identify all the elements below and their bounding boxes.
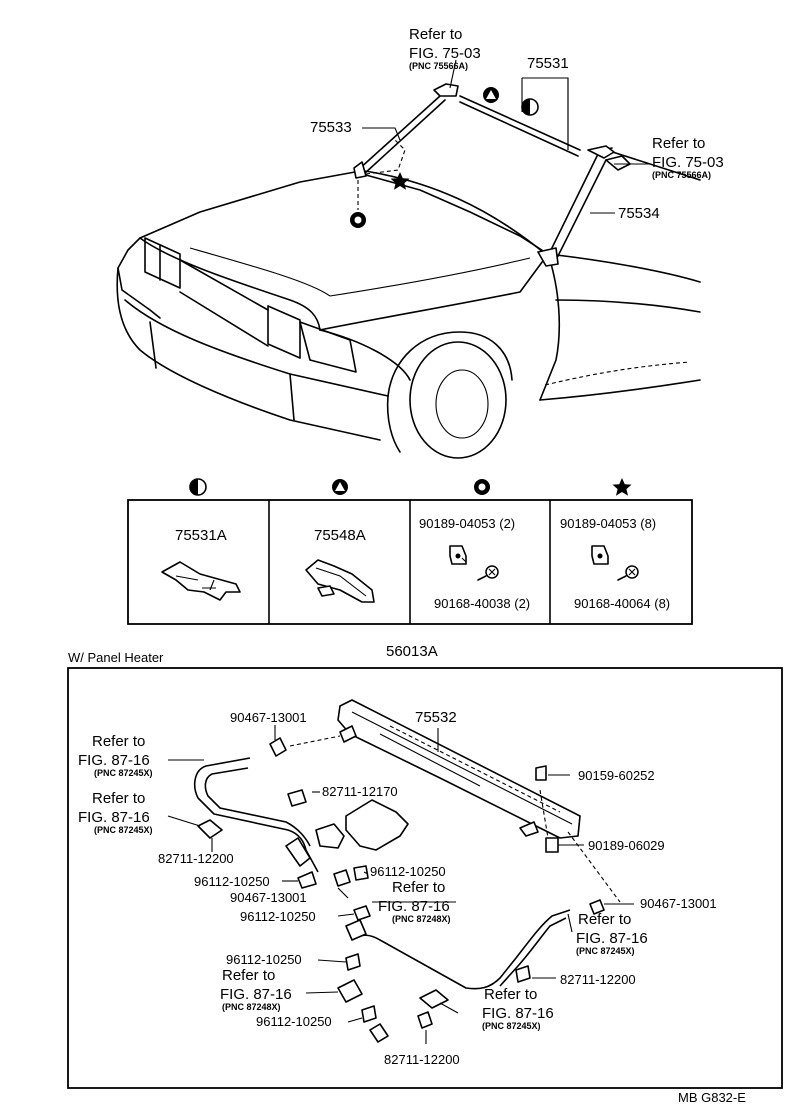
svg-text:FIG. 75-03: FIG. 75-03: [652, 154, 724, 171]
heater-hoses: [193, 757, 571, 1043]
ref-fig-87-16-f: Refer to FIG. 87-16 (PNC 87245X): [482, 986, 554, 1031]
svg-text:(PNC 87245X): (PNC 87245X): [94, 825, 153, 835]
ref-fig-75-03-left: Refer to FIG. 75-03 (PNC 75566A): [409, 26, 481, 71]
svg-text:Refer to: Refer to: [484, 986, 537, 1003]
star-symbol: [390, 172, 410, 190]
part-75533: 75533: [310, 119, 352, 136]
part-96112-10250-d: 96112-10250: [226, 952, 302, 967]
cowl-panel-75532: [337, 699, 581, 839]
ring-symbol: [350, 212, 366, 228]
clamps: [269, 725, 605, 1029]
part-96112-10250-e: 96112-10250: [256, 1014, 332, 1029]
svg-text:FIG. 87-16: FIG. 87-16: [482, 1005, 554, 1022]
star-symbol: [612, 478, 632, 496]
panel-heater-caption: W/ Panel Heater: [68, 650, 164, 665]
part-75534: 75534: [618, 205, 660, 222]
ref-fig-87-16-d: Refer to FIG. 87-16 (PNC 87245X): [576, 911, 648, 956]
legend-table: 75531A 75548A 90189-04053 (2) 90168-4003…: [127, 478, 693, 625]
part-90467-13001-b: 90467-13001: [230, 890, 307, 905]
top-leaders: [362, 59, 650, 214]
part-82711-12200-b: 82711-12200: [560, 972, 636, 987]
ref-fig-87-16-c: Refer to FIG. 87-16 (PNC 87248X): [378, 879, 451, 924]
part-75532: 75532: [415, 709, 457, 726]
ref-fig-87-16-a: Refer to FIG. 87-16 (PNC 87245X): [78, 733, 153, 778]
svg-text:FIG. 87-16: FIG. 87-16: [78, 752, 150, 769]
svg-text:FIG. 87-16: FIG. 87-16: [378, 898, 450, 915]
svg-text:Refer to: Refer to: [578, 911, 631, 928]
ring-symbol: [474, 479, 490, 495]
triangle-in-circle-symbol: [332, 479, 348, 495]
svg-text:Refer to: Refer to: [92, 733, 145, 750]
part-96112-10250-a: 96112-10250: [370, 864, 446, 879]
svg-text:(PNC 75566A): (PNC 75566A): [652, 170, 711, 180]
part-75548A-drawing: [305, 559, 375, 603]
part-75548A: 75548A: [314, 527, 366, 544]
diagram-code: MB G832-E: [678, 1090, 746, 1105]
part-96112-10250-b: 96112-10250: [194, 874, 270, 889]
svg-text:FIG. 87-16: FIG. 87-16: [576, 930, 648, 947]
svg-text:Refer to: Refer to: [222, 967, 275, 984]
svg-text:FIG. 87-16: FIG. 87-16: [220, 986, 292, 1003]
car-symbols: [350, 87, 539, 228]
svg-text:(PNC 87248X): (PNC 87248X): [222, 1002, 281, 1012]
svg-text:(PNC 87245X): (PNC 87245X): [94, 768, 153, 778]
lower-leaders: [167, 725, 634, 1044]
svg-text:Refer to: Refer to: [92, 790, 145, 807]
svg-text:(PNC 87245X): (PNC 87245X): [482, 1021, 541, 1031]
part-75531: 75531: [527, 55, 569, 72]
part-90159-60252: 90159-60252: [578, 768, 655, 783]
svg-text:Refer to: Refer to: [409, 26, 462, 43]
part-90467-13001-c: 90467-13001: [640, 896, 717, 911]
svg-text:(PNC 87248X): (PNC 87248X): [392, 914, 451, 924]
svg-text:FIG. 87-16: FIG. 87-16: [78, 809, 150, 826]
assembly-56013A: 56013A: [386, 643, 438, 660]
part-82711-12200-c: 82711-12200: [384, 1052, 460, 1067]
part-90189-04053-8: 90189-04053 (8): [560, 516, 656, 531]
svg-text:Refer to: Refer to: [652, 135, 705, 152]
part-90168-40064-8: 90168-40064 (8): [574, 596, 670, 611]
svg-text:Refer to: Refer to: [392, 879, 445, 896]
part-90189-04053-2: 90189-04053 (2): [419, 516, 515, 531]
half-circle-symbol: [189, 478, 207, 496]
part-96112-10250-c: 96112-10250: [240, 909, 316, 924]
part-75531A-drawing: [161, 561, 241, 601]
svg-text:(PNC 87245X): (PNC 87245X): [576, 946, 635, 956]
part-90189-06029: 90189-06029: [588, 838, 665, 853]
svg-text:FIG. 75-03: FIG. 75-03: [409, 45, 481, 62]
svg-text:(PNC 75566A): (PNC 75566A): [409, 61, 468, 71]
car-illustration: [116, 83, 701, 459]
part-90168-40038-2: 90168-40038 (2): [434, 596, 530, 611]
triangle-in-circle-symbol: [483, 87, 499, 103]
half-circle-symbol: [521, 98, 539, 116]
part-82711-12200-a: 82711-12200: [158, 851, 234, 866]
part-82711-12170: 82711-12170: [322, 784, 398, 799]
ref-fig-87-16-e: Refer to FIG. 87-16 (PNC 87248X): [220, 967, 292, 1012]
panel-heater-frame: [67, 667, 783, 1089]
part-75531A: 75531A: [175, 527, 227, 544]
part-90467-13001-a: 90467-13001: [230, 710, 307, 725]
ref-fig-75-03-right: Refer to FIG. 75-03 (PNC 75566A): [652, 135, 724, 180]
ref-fig-87-16-b: Refer to FIG. 87-16 (PNC 87245X): [78, 790, 153, 835]
